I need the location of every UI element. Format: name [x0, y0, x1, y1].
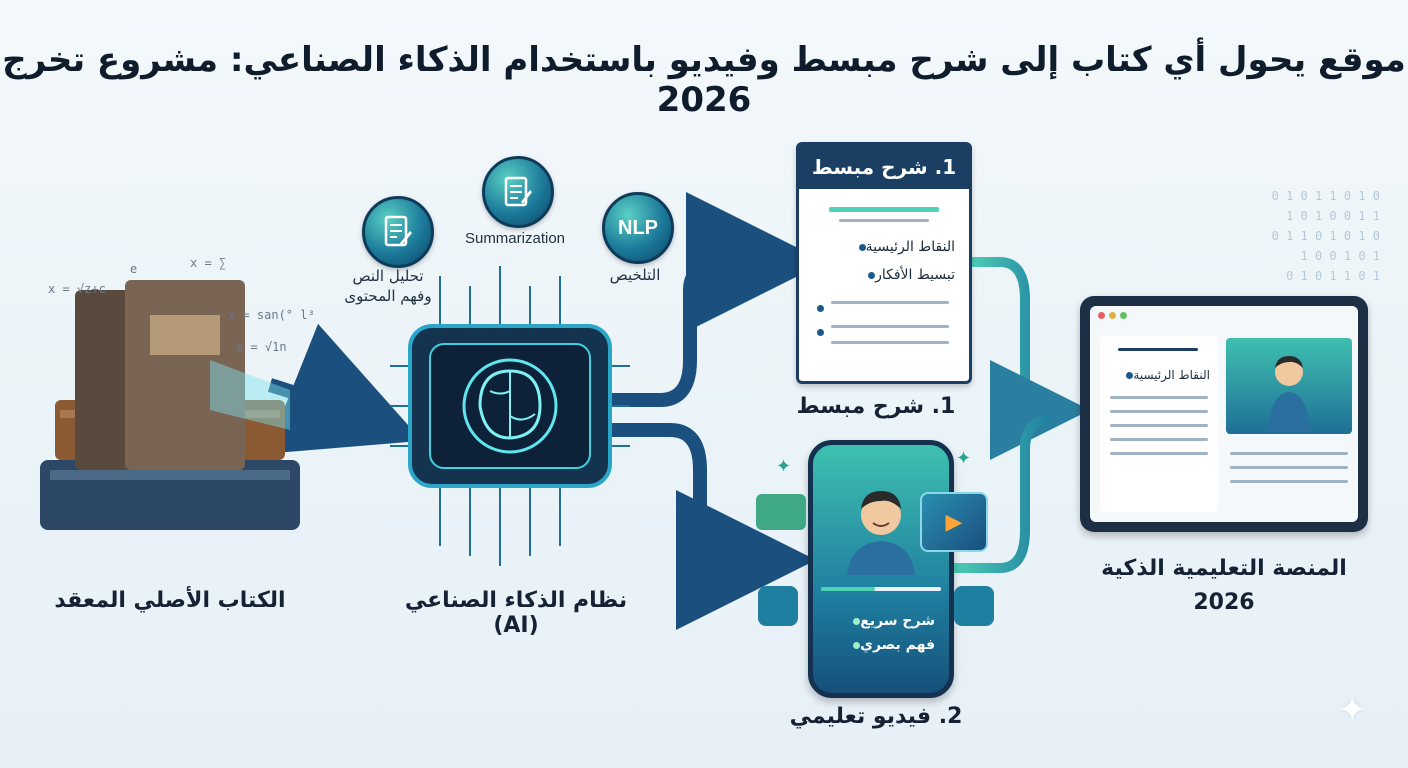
list-item: [811, 321, 824, 340]
arrow-explanation-to-platform: [968, 257, 1090, 460]
math-formula-2: e: [130, 262, 138, 276]
books-illustration: [40, 280, 300, 530]
ai-label: نظام الذكاء الصناعي (AI): [404, 588, 628, 638]
page-title: موقع يحول أي كتاب إلى شرح مبسط وفيديو با…: [2, 40, 1406, 120]
arrow-ai-to-explanation: [608, 192, 826, 407]
nlp-icon: NLP: [602, 192, 674, 264]
explanation-header: 1. شرح مبسط: [799, 145, 969, 189]
explanation-bullet-1: النقاط الرئيسية: [853, 239, 955, 255]
binary-decoration: 0 1 0 1 1 0 1 0 1 0 1 0 0 1 1 0 1 1 0 1 …: [1271, 189, 1380, 283]
platform-tablet: النقاط الرئيسية: [1080, 296, 1368, 532]
platform-caption-line2: 2026: [1193, 590, 1255, 615]
learning-icon-left: [758, 586, 798, 626]
nlp-label: التلخيص: [609, 266, 661, 284]
explanation-document: 1. شرح مبسط النقاط الرئيسية تبسيط الأفكا…: [796, 142, 972, 384]
math-formula-1: x = √z+c: [48, 282, 106, 296]
learning-icon-right: [954, 586, 994, 626]
notepad-pen-icon: [482, 156, 554, 228]
chat-bubble-icon: [756, 494, 806, 530]
arrow-book-to-ai: [266, 323, 422, 454]
math-formula-5: a = √1n: [236, 340, 287, 354]
platform-bullet: النقاط الرئيسية: [1120, 368, 1210, 382]
platform-text-panel: النقاط الرئيسية: [1100, 336, 1218, 512]
arrow-ai-to-video: [608, 423, 816, 630]
explanation-bullet-2: تبسيط الأفكار: [862, 267, 955, 283]
video-phone: شرح سريع فهم بصري: [808, 440, 954, 698]
math-formula-3: x = ∑: [190, 256, 227, 270]
book-label: الكتاب الأصلي المعقد: [54, 588, 286, 613]
arrow-video-to-platform: [948, 415, 1051, 573]
sparkle-icon: ✦: [1338, 690, 1367, 730]
document-edit-icon: [362, 196, 434, 268]
analysis-label: تحليل النص وفهم المحتوى: [344, 267, 432, 305]
video-caption: 2. فيديو تعليمي: [789, 704, 963, 729]
play-video-icon: ▶: [920, 492, 988, 552]
explanation-caption: 1. شرح مبسط: [796, 394, 956, 419]
platform-video-panel[interactable]: [1226, 338, 1352, 434]
video-bullet-1: شرح سريع: [847, 613, 935, 629]
presenter-avatar: [847, 491, 915, 575]
ai-chip-illustration: [390, 266, 630, 566]
presenter-avatar: [1268, 356, 1310, 432]
platform-caption-line1: المنصة التعليمية الذكية: [1101, 556, 1347, 581]
sparkle-icon: ✦: [956, 448, 972, 469]
video-bullet-2: فهم بصري: [847, 637, 935, 653]
list-item: [811, 297, 824, 316]
math-formula-4: x = san(° l³: [228, 308, 315, 322]
summarization-label: Summarization: [464, 230, 566, 247]
sparkle-icon: ✦: [776, 456, 792, 477]
video-progress: [821, 587, 875, 591]
window-controls: [1098, 312, 1127, 319]
